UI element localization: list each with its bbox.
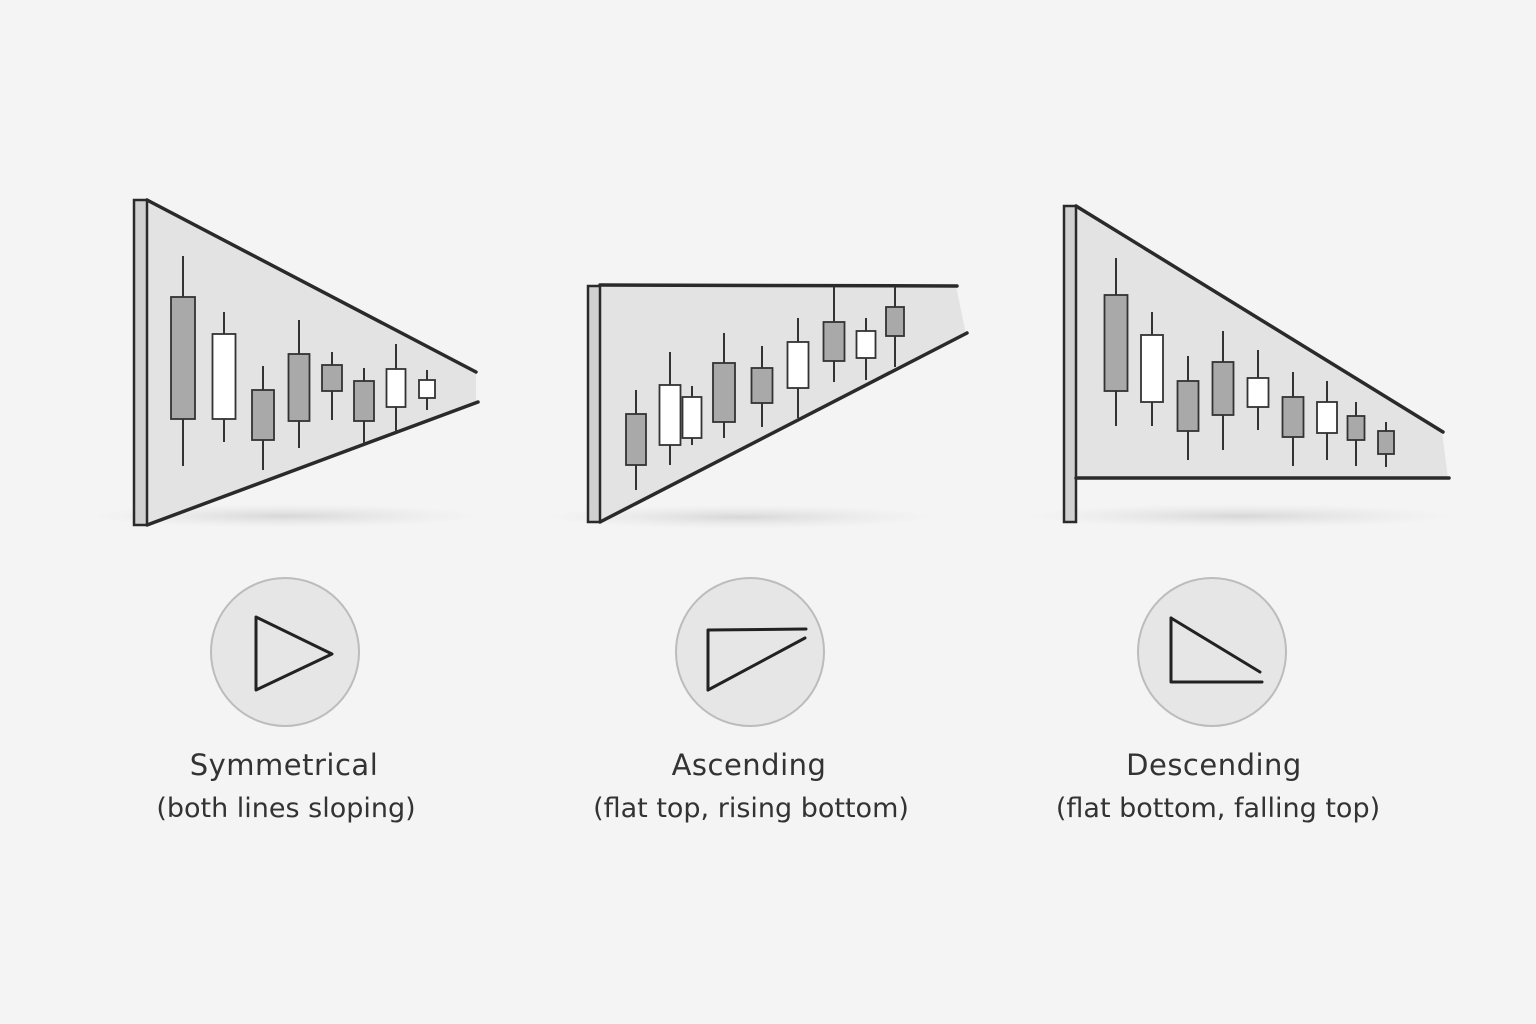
candle-body: [1316, 401, 1338, 434]
candle-body: [855, 330, 877, 359]
lower-trendline: [145, 400, 480, 527]
panel-ascending: [545, 283, 969, 529]
ground-shadow: [545, 505, 935, 529]
candle-body: [658, 384, 682, 446]
triangle-fill: [146, 200, 476, 525]
candle-body: [822, 321, 846, 362]
panel-subtitle-ascending: (flat top, rising bottom): [593, 793, 909, 824]
candle-body: [625, 413, 647, 466]
falling-top-line: [1074, 204, 1445, 434]
candle-body: [1346, 415, 1366, 441]
candle-body: [385, 368, 407, 408]
candle-body: [211, 333, 237, 420]
symmetrical-triangle-icon: [210, 577, 360, 727]
candlesticks: [170, 256, 436, 470]
candle-body: [321, 364, 343, 392]
candle-body: [885, 306, 905, 337]
candle-body: [1246, 377, 1270, 408]
candle-body: [1211, 361, 1235, 416]
panel-title-ascending: Ascending: [672, 748, 827, 782]
rising-bottom-line: [598, 331, 969, 524]
panel-descending: [1025, 204, 1455, 528]
candle-body: [287, 353, 311, 422]
panel-subtitle-symmetrical: (both lines sloping): [156, 793, 415, 824]
flat-top-line: [598, 283, 959, 288]
candle-body: [1281, 396, 1305, 438]
candle-body: [353, 380, 375, 422]
candle-body: [170, 296, 196, 420]
left-wall: [1062, 204, 1078, 524]
upper-trendline: [145, 198, 478, 374]
panel-title-symmetrical: Symmetrical: [190, 748, 379, 782]
candle-body: [1176, 380, 1200, 432]
left-wall: [132, 198, 149, 527]
candle-body: [786, 341, 810, 389]
candlesticks: [625, 287, 905, 490]
candlesticks: [1103, 258, 1395, 467]
candle-body: [1140, 334, 1164, 403]
descending-triangle-icon: [1137, 577, 1287, 727]
left-wall: [586, 284, 602, 524]
triangle-fill: [600, 286, 966, 522]
candle-body: [251, 389, 275, 441]
candle-body: [681, 396, 703, 439]
panel-subtitle-descending: (flat bottom, falling top): [1056, 793, 1380, 824]
candle-body: [750, 367, 774, 404]
candle-body: [418, 379, 436, 399]
candle-body: [1377, 430, 1395, 455]
panel-title-descending: Descending: [1126, 748, 1302, 782]
panel-symmetrical: [90, 198, 480, 528]
candle-body: [712, 362, 736, 423]
candle-body: [1103, 294, 1129, 392]
ascending-triangle-icon: [675, 577, 825, 727]
ground-shadow: [1025, 504, 1455, 528]
